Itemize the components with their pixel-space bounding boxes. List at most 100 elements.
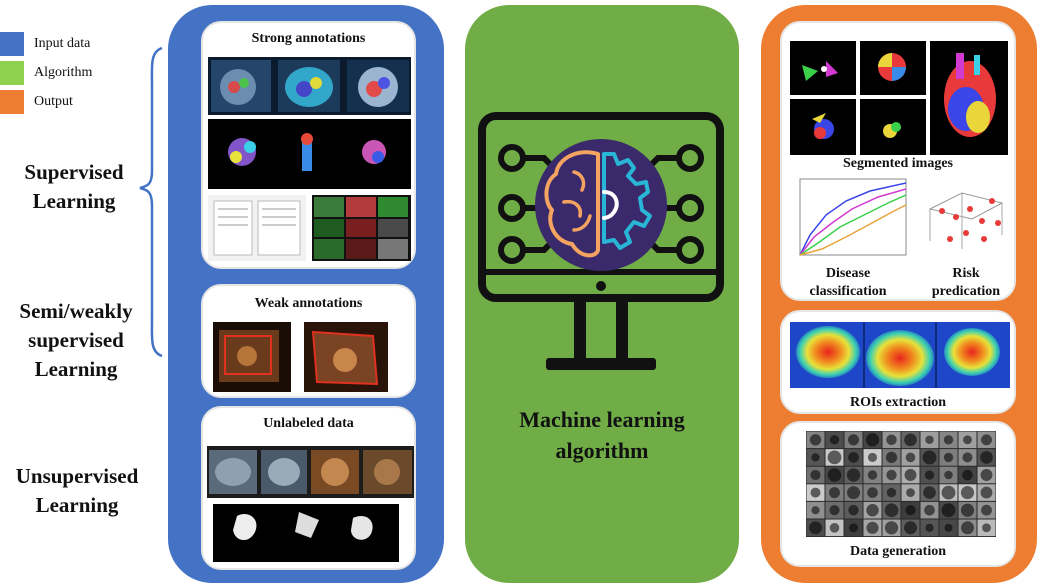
- weak-annotations-title: Weak annotations: [254, 296, 363, 311]
- generated-sample-blob: [829, 523, 840, 533]
- roi-extraction-card: ROIs extraction: [780, 310, 1016, 414]
- generated-sample-blob: [829, 505, 840, 516]
- generated-sample-blob: [829, 487, 840, 499]
- generated-sample-blob: [962, 469, 973, 481]
- generated-sample-blob: [811, 453, 820, 462]
- generated-sample-blob: [809, 521, 822, 535]
- semi-line-2: supervised: [28, 328, 124, 352]
- generated-sample-blob: [867, 452, 878, 462]
- supervised-learning-label: Supervised Learning: [8, 158, 140, 216]
- generated-sample-blob: [846, 486, 861, 500]
- legend-label-output: Output: [34, 94, 73, 109]
- generated-sample-blob: [982, 523, 991, 533]
- generated-sample-blob: [961, 521, 974, 535]
- generated-sample-blob: [811, 506, 820, 515]
- strong-annotations-title: Strong annotations: [251, 31, 366, 46]
- generated-sample-blob: [810, 469, 821, 481]
- generated-sample-blob: [981, 434, 992, 446]
- generated-sample-blob: [980, 451, 993, 464]
- roi-heatmap-images: [790, 322, 1010, 388]
- generated-data-grid: [806, 431, 996, 537]
- legend-item-output: Output: [0, 90, 73, 114]
- disease-classification-chart: [790, 175, 910, 261]
- generated-sample-blob: [847, 434, 860, 446]
- generated-sample-blob: [925, 435, 934, 445]
- generated-sample-blob: [962, 452, 973, 463]
- generated-sample-blob: [846, 468, 861, 482]
- generated-sample-blob: [941, 503, 956, 518]
- ml-title-line-2: algorithm: [555, 438, 649, 463]
- generated-sample-blob: [886, 434, 897, 446]
- legend-label-input: Input data: [34, 36, 91, 51]
- generated-sample-blob: [827, 450, 842, 465]
- generated-sample-blob: [905, 452, 916, 463]
- generated-sample-blob: [885, 451, 898, 464]
- generated-sample-blob: [848, 452, 859, 463]
- legend-swatch-input: [0, 32, 24, 56]
- unlabeled-data-card: Unlabeled data: [201, 406, 416, 570]
- legend-item-algorithm: Algorithm: [0, 61, 92, 85]
- generated-sample-blob: [924, 470, 935, 480]
- risk-prediction-chart: [922, 179, 1010, 255]
- generated-sample-blob: [867, 487, 878, 498]
- generated-sample-blob: [941, 485, 956, 500]
- generated-sample-blob: [963, 435, 972, 445]
- weak-annotation-images: [213, 322, 388, 392]
- unsupervised-line-1: Unsupervised: [15, 464, 139, 488]
- legend-label-algorithm: Algorithm: [34, 65, 93, 80]
- risk-line-2: predication: [931, 284, 1001, 299]
- generated-sample-blob: [848, 505, 859, 516]
- semi-line-1: Semi/weakly: [19, 299, 133, 323]
- generated-sample-blob: [849, 523, 858, 533]
- disease-classification-label: Disease classification: [786, 265, 910, 301]
- generated-sample-blob: [866, 521, 879, 534]
- generated-sample-blob: [944, 523, 953, 532]
- generated-sample-blob: [904, 469, 917, 481]
- legend-item-input: Input data: [0, 32, 90, 56]
- segmentation-classification-card: Segmented images Disease classification …: [780, 21, 1016, 301]
- generated-sample-blob: [922, 450, 937, 465]
- segmented-images-label: Segmented images: [842, 156, 954, 171]
- generated-sample-blob: [809, 434, 822, 446]
- weak-annotations-card: Weak annotations: [201, 284, 416, 398]
- generated-sample-blob: [980, 486, 993, 499]
- generated-sample-blob: [865, 433, 880, 447]
- unsupervised-learning-label: Unsupervised Learning: [4, 462, 150, 520]
- generated-sample-blob: [867, 470, 878, 480]
- disease-line-1: Disease: [825, 266, 871, 281]
- generated-sample-blob: [866, 503, 879, 517]
- unlabeled-data-images: [207, 446, 414, 562]
- generated-sample-blob: [981, 504, 992, 516]
- generated-sample-blob: [884, 503, 899, 518]
- generated-sample-blob: [904, 521, 917, 535]
- generated-sample-blob: [924, 504, 935, 516]
- generated-sample-blob: [944, 470, 953, 480]
- risk-line-1: Risk: [952, 266, 980, 281]
- risk-prediction-label: Risk predication: [918, 265, 1014, 301]
- roi-extraction-label: ROIs extraction: [849, 395, 947, 410]
- disease-line-2: classification: [809, 284, 887, 299]
- generated-sample-blob: [886, 487, 897, 498]
- semi-supervised-learning-label: Semi/weakly supervised Learning: [6, 297, 146, 384]
- generated-sample-blob: [904, 433, 917, 447]
- generated-sample-blob: [906, 488, 915, 497]
- generated-sample-blob: [980, 469, 993, 481]
- generated-sample-blob: [827, 468, 842, 482]
- data-generation-card: Data generation: [780, 421, 1016, 567]
- generated-sample-blob: [810, 487, 821, 498]
- strong-annotations-card: Strong annotations: [201, 21, 416, 269]
- data-generation-label: Data generation: [849, 544, 947, 559]
- generated-sample-blob: [925, 523, 934, 532]
- generated-sample-blob: [886, 469, 897, 481]
- generated-sample-blob: [943, 435, 954, 445]
- unlabeled-data-title: Unlabeled data: [263, 416, 354, 431]
- legend-swatch-algorithm: [0, 61, 24, 85]
- ml-algorithm-title: Machine learning algorithm: [465, 404, 739, 466]
- generated-sample-blob: [943, 452, 954, 463]
- legend-swatch-output: [0, 90, 24, 114]
- generated-sample-blob: [960, 486, 975, 500]
- supervised-line-1: Supervised: [24, 160, 124, 184]
- ml-title-line-1: Machine learning: [519, 407, 685, 432]
- monitor-icon: [478, 112, 724, 370]
- supervision-brace: [139, 46, 163, 358]
